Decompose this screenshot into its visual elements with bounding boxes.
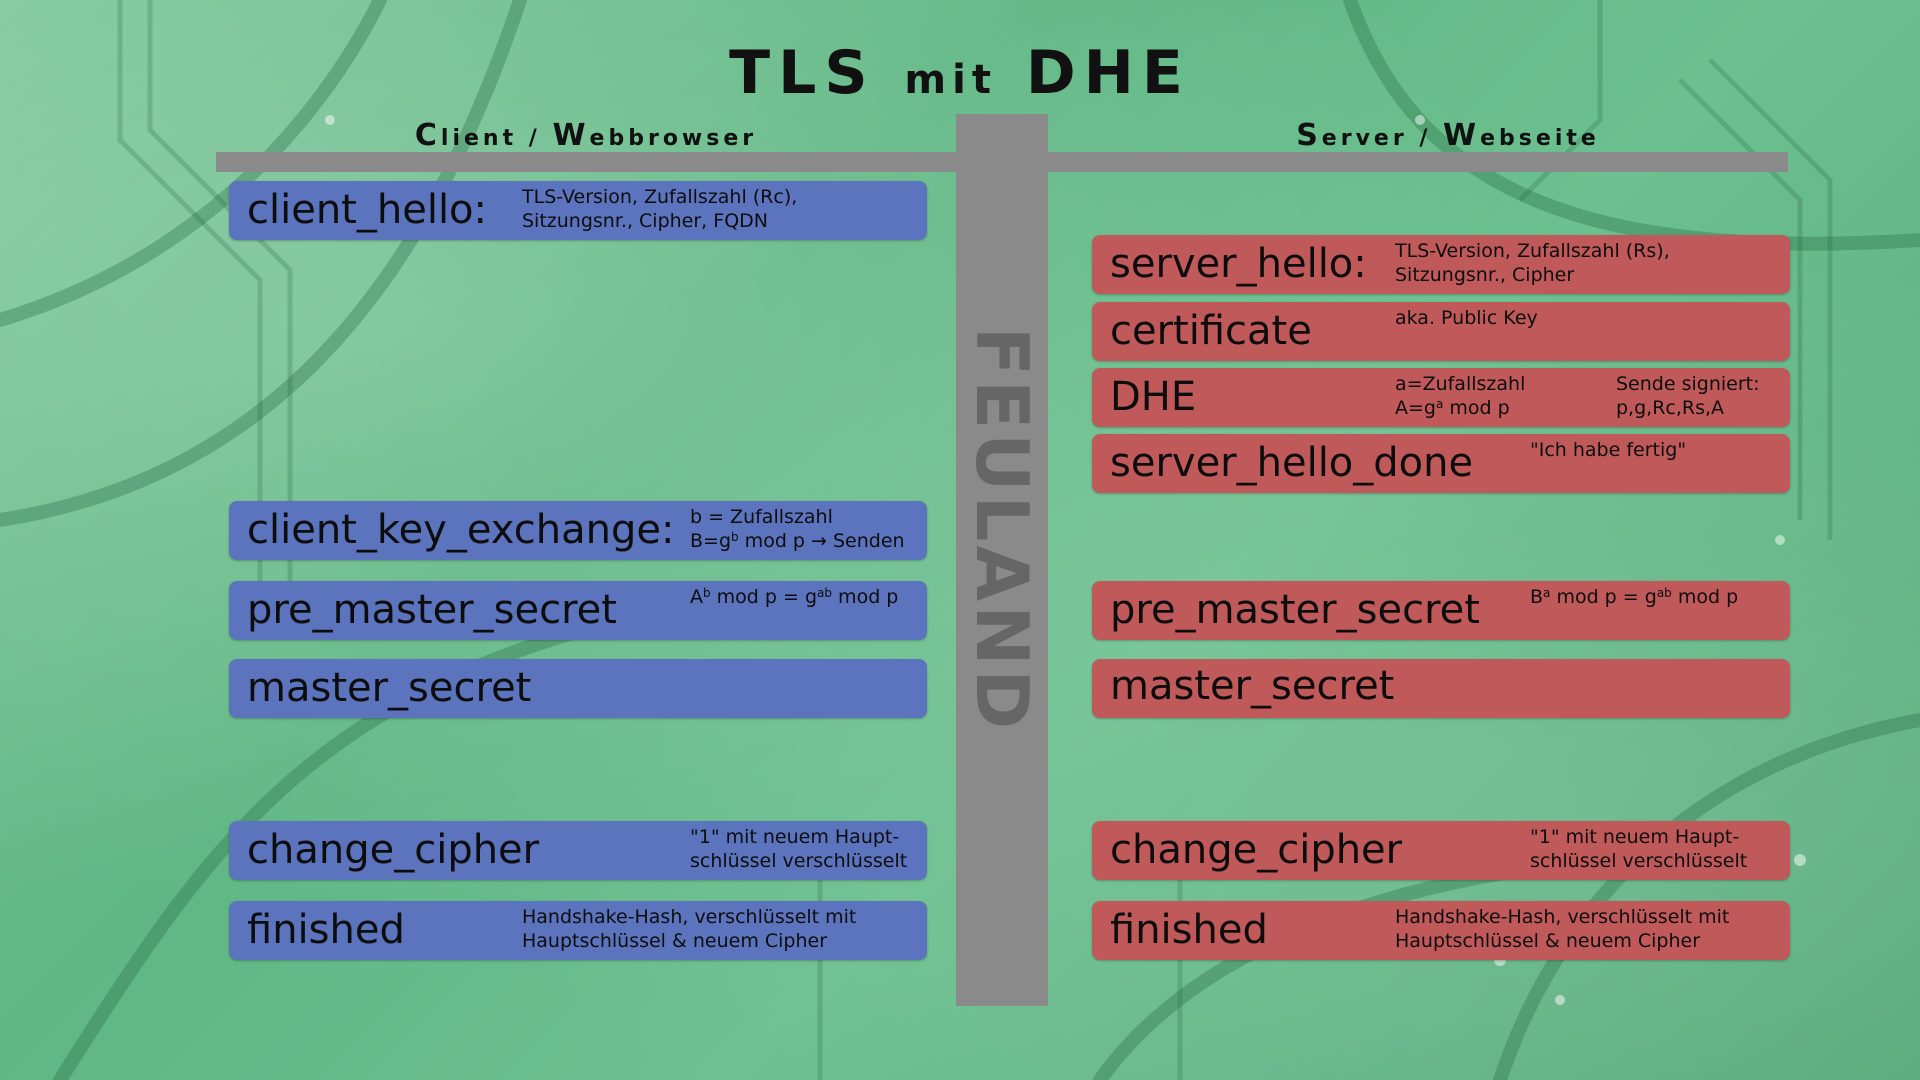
client-change-cipher-desc-1: "1" mit neuem Haupt- <box>690 826 900 848</box>
server-finished-desc-1: Handshake-Hash, verschlüsselt mit <box>1395 906 1730 928</box>
server-hello-desc-1: TLS-Version, Zufallszahl (Rs), <box>1395 240 1670 262</box>
client-hello-desc-2: Sitzungsnr., Cipher, FQDN <box>522 210 768 232</box>
server-hello-done-label: server_hello_done <box>1110 440 1474 486</box>
client-finished-box: finished Handshake-Hash, verschlüsselt m… <box>229 901 927 960</box>
dhe-signed-1: Sende signiert: <box>1616 373 1760 395</box>
server-hello-box: server_hello: TLS-Version, Zufallszahl (… <box>1092 235 1790 294</box>
server-pre-master-secret-label: pre_master_secret <box>1110 587 1480 633</box>
client-master-secret-label: master_secret <box>247 665 532 711</box>
dhe-box: DHE a=Zufallszahl A=ga mod p Sende signi… <box>1092 368 1790 427</box>
client-hello-label: client_hello: <box>247 187 487 233</box>
server-finished-box: finished Handshake-Hash, verschlüsselt m… <box>1092 901 1790 960</box>
client-pre-master-secret-label: pre_master_secret <box>247 587 617 633</box>
client-change-cipher-box: change_cipher "1" mit neuem Haupt- schlü… <box>229 821 927 880</box>
server-column-heading: Server / Webseite <box>1296 118 1600 153</box>
dhe-desc-1: a=Zufallszahl <box>1395 373 1526 395</box>
server-change-cipher-label: change_cipher <box>1110 827 1403 873</box>
server-hello-done-desc: "Ich habe fertig" <box>1530 439 1687 461</box>
certificate-box: certificate aka. Public Key <box>1092 302 1790 361</box>
client-key-exchange-desc-1: b = Zufallszahl <box>690 506 833 528</box>
client-hello-box: client_hello: TLS-Version, Zufallszahl (… <box>229 181 927 240</box>
dhe-signed-2: p,g,Rc,Rs,A <box>1616 397 1725 419</box>
server-hello-label: server_hello: <box>1110 241 1367 287</box>
client-finished-desc-1: Handshake-Hash, verschlüsselt mit <box>522 906 857 928</box>
server-hello-desc-2: Sitzungsnr., Cipher <box>1395 264 1575 286</box>
server-master-secret-box: master_secret <box>1092 659 1790 718</box>
certificate-desc: aka. Public Key <box>1395 307 1538 329</box>
client-change-cipher-desc-2: schlüssel verschlüsselt <box>690 850 908 872</box>
dhe-desc-2: A=ga mod p <box>1395 397 1510 419</box>
client-change-cipher-label: change_cipher <box>247 827 540 873</box>
client-pre-master-secret-formula: Ab mod p = gab mod p <box>690 586 899 608</box>
server-finished-desc-2: Hauptschlüssel & neuem Cipher <box>1395 930 1701 952</box>
client-key-exchange-box: client_key_exchange: b = Zufallszahl B=g… <box>229 501 927 560</box>
dhe-label: DHE <box>1110 374 1197 420</box>
server-change-cipher-desc-1: "1" mit neuem Haupt- <box>1530 826 1740 848</box>
client-key-exchange-label: client_key_exchange: <box>247 507 675 553</box>
client-finished-desc-2: Hauptschlüssel & neuem Cipher <box>522 930 828 952</box>
client-key-exchange-desc-2: B=gb mod p → Senden <box>690 530 905 552</box>
server-hello-done-box: server_hello_done "Ich habe fertig" <box>1092 434 1790 493</box>
server-master-secret-label: master_secret <box>1110 663 1395 709</box>
server-finished-label: finished <box>1110 907 1268 953</box>
page-title: TLS mit DHE <box>729 38 1191 108</box>
server-change-cipher-desc-2: schlüssel verschlüsselt <box>1530 850 1748 872</box>
server-pre-master-secret-formula: Ba mod p = gab mod p <box>1530 586 1739 608</box>
client-hello-desc-1: TLS-Version, Zufallszahl (Rc), <box>522 186 798 208</box>
server-change-cipher-box: change_cipher "1" mit neuem Haupt- schlü… <box>1092 821 1790 880</box>
client-column-heading: Client / Webbrowser <box>414 118 758 153</box>
server-pre-master-secret-box: pre_master_secret Ba mod p = gab mod p <box>1092 581 1790 640</box>
client-finished-label: finished <box>247 907 405 953</box>
vertical-divider <box>956 114 1048 1006</box>
certificate-label: certificate <box>1110 308 1312 354</box>
client-pre-master-secret-box: pre_master_secret Ab mod p = gab mod p <box>229 581 927 640</box>
logo-watermark: FEULAND <box>960 326 1044 734</box>
client-master-secret-box: master_secret <box>229 659 927 718</box>
